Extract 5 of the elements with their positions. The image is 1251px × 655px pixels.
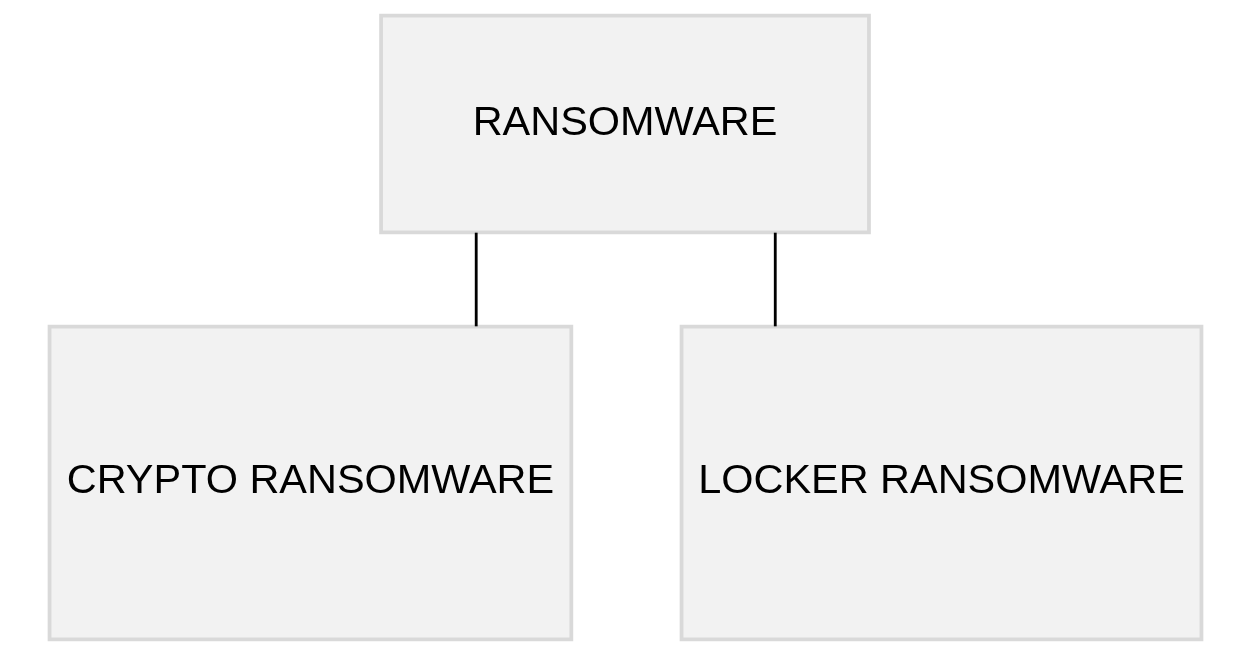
node-box: RANSOMWARE [379,13,871,235]
connector [773,232,777,327]
connector [474,232,478,327]
node-box: CRYPTO RANSOMWARE [47,324,574,642]
node-box: LOCKER RANSOMWARE [679,324,1204,642]
